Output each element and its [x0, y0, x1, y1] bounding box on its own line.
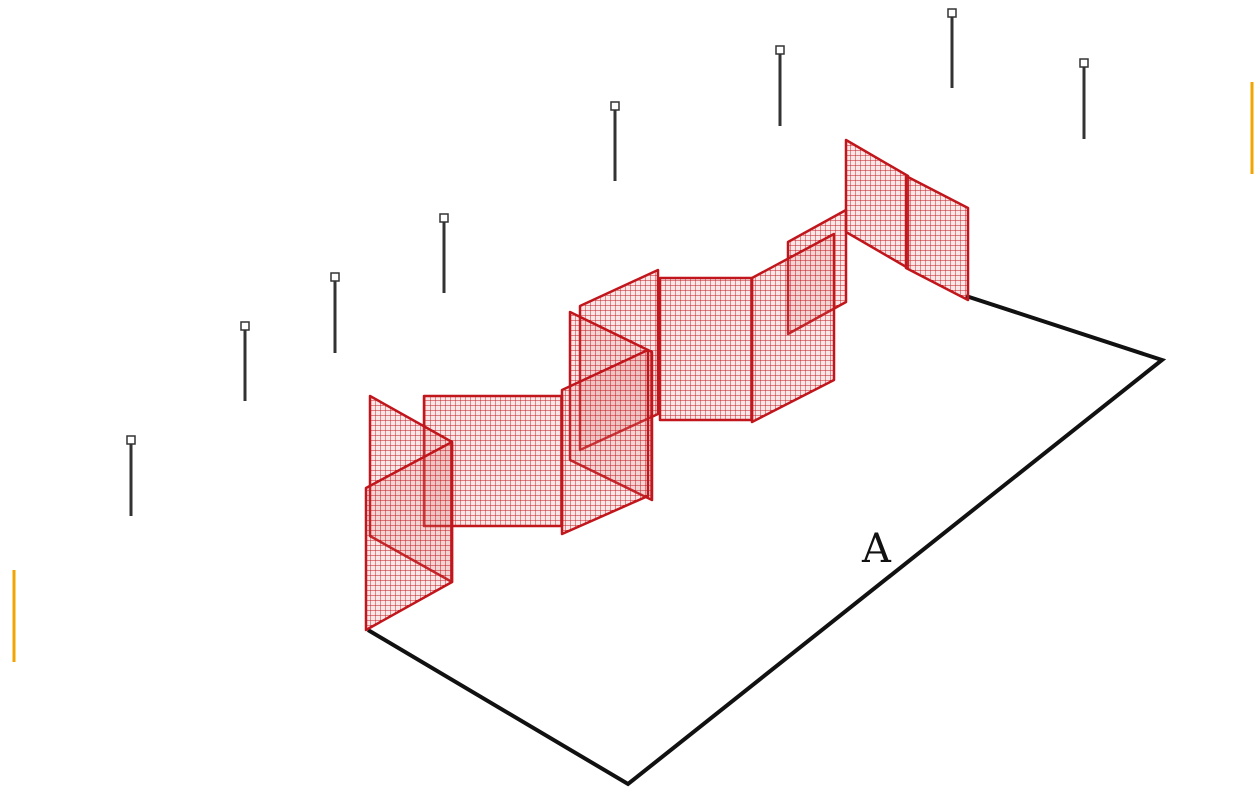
side-markers: [12, 82, 1254, 662]
post: [439, 213, 449, 293]
mesh-panel: [844, 138, 910, 270]
mesh-panel-grid: [752, 234, 834, 422]
mesh-panel: [750, 232, 836, 424]
post: [610, 101, 620, 181]
post: [240, 321, 250, 401]
region-label: A: [861, 526, 892, 572]
ground-outline: [366, 294, 1167, 787]
post-cap: [240, 321, 250, 331]
post: [947, 8, 957, 88]
mesh-panel: [422, 394, 564, 528]
mesh-panel-edge: [658, 276, 754, 422]
post-cap: [439, 213, 449, 223]
mesh-panels: [364, 138, 970, 632]
mesh-panel: [364, 440, 454, 632]
mesh-panel-grid: [660, 278, 752, 420]
mesh-panel-grid: [906, 176, 968, 300]
mesh-panel-grid: [424, 396, 562, 526]
mesh-panel: [904, 174, 970, 302]
post-cap: [610, 101, 620, 111]
posts: [126, 8, 1089, 516]
mesh-panel: [658, 276, 754, 422]
post-cap: [1079, 58, 1089, 68]
post: [126, 435, 136, 516]
post-cap: [330, 272, 340, 282]
mesh-panel-edge: [904, 174, 970, 302]
post-cap: [775, 45, 785, 55]
mesh-panel-grid: [366, 442, 452, 630]
post: [1079, 58, 1089, 139]
mesh-panel-grid: [562, 350, 648, 534]
mesh-panel-edge: [364, 440, 454, 632]
post-cap: [947, 8, 957, 18]
post-cap: [126, 435, 136, 445]
post: [330, 272, 340, 353]
mesh-panel: [560, 348, 650, 536]
post: [775, 45, 785, 126]
mesh-panel-grid: [846, 140, 908, 268]
